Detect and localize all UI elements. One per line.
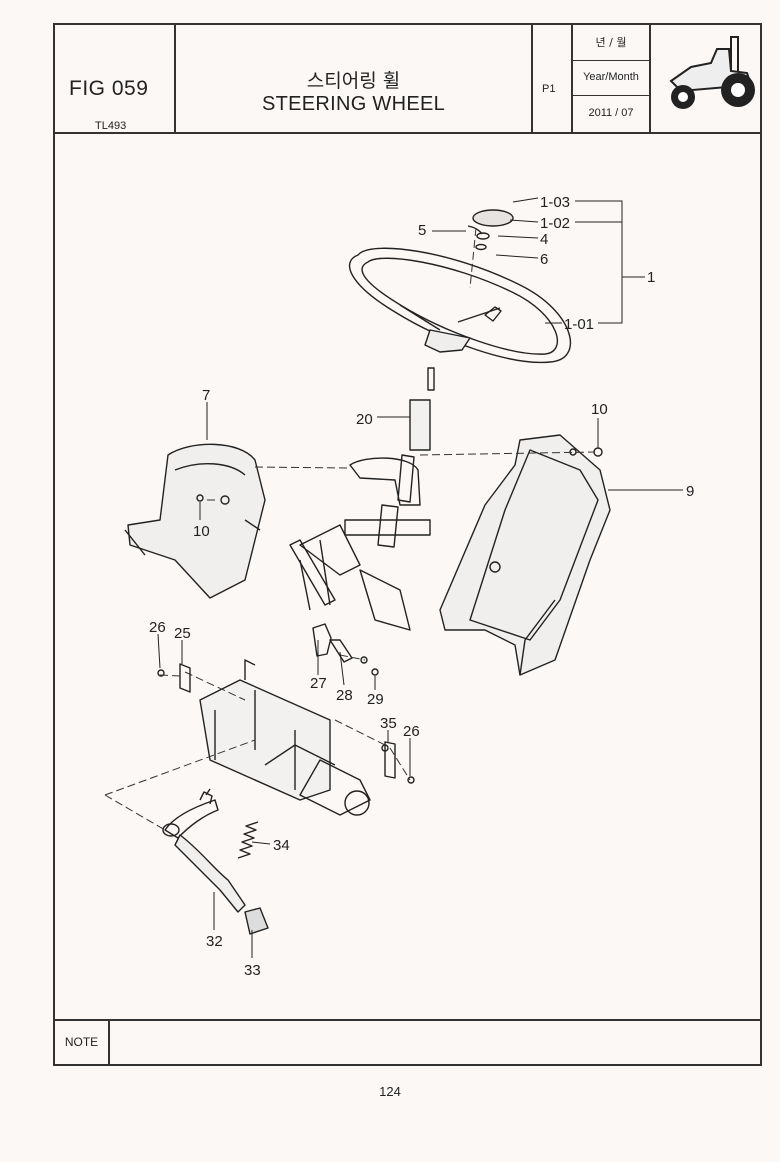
- bracket-28: [329, 639, 353, 663]
- callout-7: 7: [202, 387, 210, 404]
- callout-4: 4: [540, 231, 548, 248]
- tractor-icon: [651, 25, 762, 132]
- callout-28: 28: [336, 687, 353, 704]
- callout-34: 34: [273, 837, 290, 854]
- callout-9: 9: [686, 483, 694, 500]
- pedal-frame: [199, 659, 371, 816]
- nut: [476, 232, 490, 240]
- bolt-26b: [407, 776, 415, 784]
- model-code: TL493: [95, 120, 127, 132]
- callout-32: 32: [206, 933, 223, 950]
- cover-left: [124, 443, 266, 599]
- drawing-frame: FIG 059 TL493 스티어링 휠 STEERING WHEEL P1 년…: [53, 23, 762, 1066]
- callout-25: 25: [174, 625, 191, 642]
- callout-10-left: 10: [193, 523, 210, 540]
- pedal-arm: [162, 788, 269, 935]
- title-cell: 스티어링 휠 STEERING WHEEL: [176, 25, 533, 132]
- bolt-26: [157, 669, 165, 677]
- bolt-29: [371, 668, 379, 676]
- date-label-english: Year/Month: [573, 60, 649, 96]
- callout-1: 1: [647, 269, 655, 286]
- page-ref-cell: P1: [533, 25, 573, 132]
- callout-1-02: 1-02: [540, 215, 570, 232]
- bracket-35: [384, 741, 396, 779]
- note-label: NOTE: [55, 1021, 110, 1064]
- spring: [237, 821, 259, 859]
- callout-33: 33: [244, 962, 261, 979]
- cover-right: [439, 434, 611, 676]
- bracket-25: [179, 663, 191, 693]
- steering-column: [289, 367, 435, 631]
- date-cell: 년 / 월 Year/Month 2011 / 07: [573, 25, 651, 132]
- callout-1-01: 1-01: [564, 316, 594, 333]
- callout-10-right: 10: [591, 401, 608, 418]
- steering-wheel: [348, 247, 572, 364]
- callout-35: 35: [380, 715, 397, 732]
- callout-26-right: 26: [403, 723, 420, 740]
- callout-6: 6: [540, 251, 548, 268]
- figure-number: FIG 059: [69, 77, 149, 100]
- horn-cap: [472, 209, 514, 227]
- page-number: 124: [379, 1084, 401, 1099]
- figure-cell: FIG 059 TL493: [55, 25, 176, 132]
- callout-5: 5: [418, 222, 426, 239]
- title-english: STEERING WHEEL: [261, 93, 446, 115]
- bracket-27: [312, 623, 332, 657]
- washer: [475, 243, 487, 251]
- callout-1-03: 1-03: [540, 194, 570, 211]
- note-row: NOTE: [55, 1019, 760, 1064]
- pedal-pad: [244, 907, 269, 935]
- page-ref: P1: [542, 83, 556, 95]
- callout-26-left: 26: [149, 619, 166, 636]
- date-value: 2011 / 07: [588, 107, 634, 119]
- date-label-korean: 년 / 월: [573, 25, 649, 61]
- title-block: FIG 059 TL493 스티어링 휠 STEERING WHEEL P1 년…: [55, 25, 760, 134]
- callout-20: 20: [356, 411, 373, 428]
- callout-29: 29: [367, 691, 384, 708]
- title-korean: 스티어링 휠: [306, 70, 401, 92]
- callout-27: 27: [310, 675, 327, 692]
